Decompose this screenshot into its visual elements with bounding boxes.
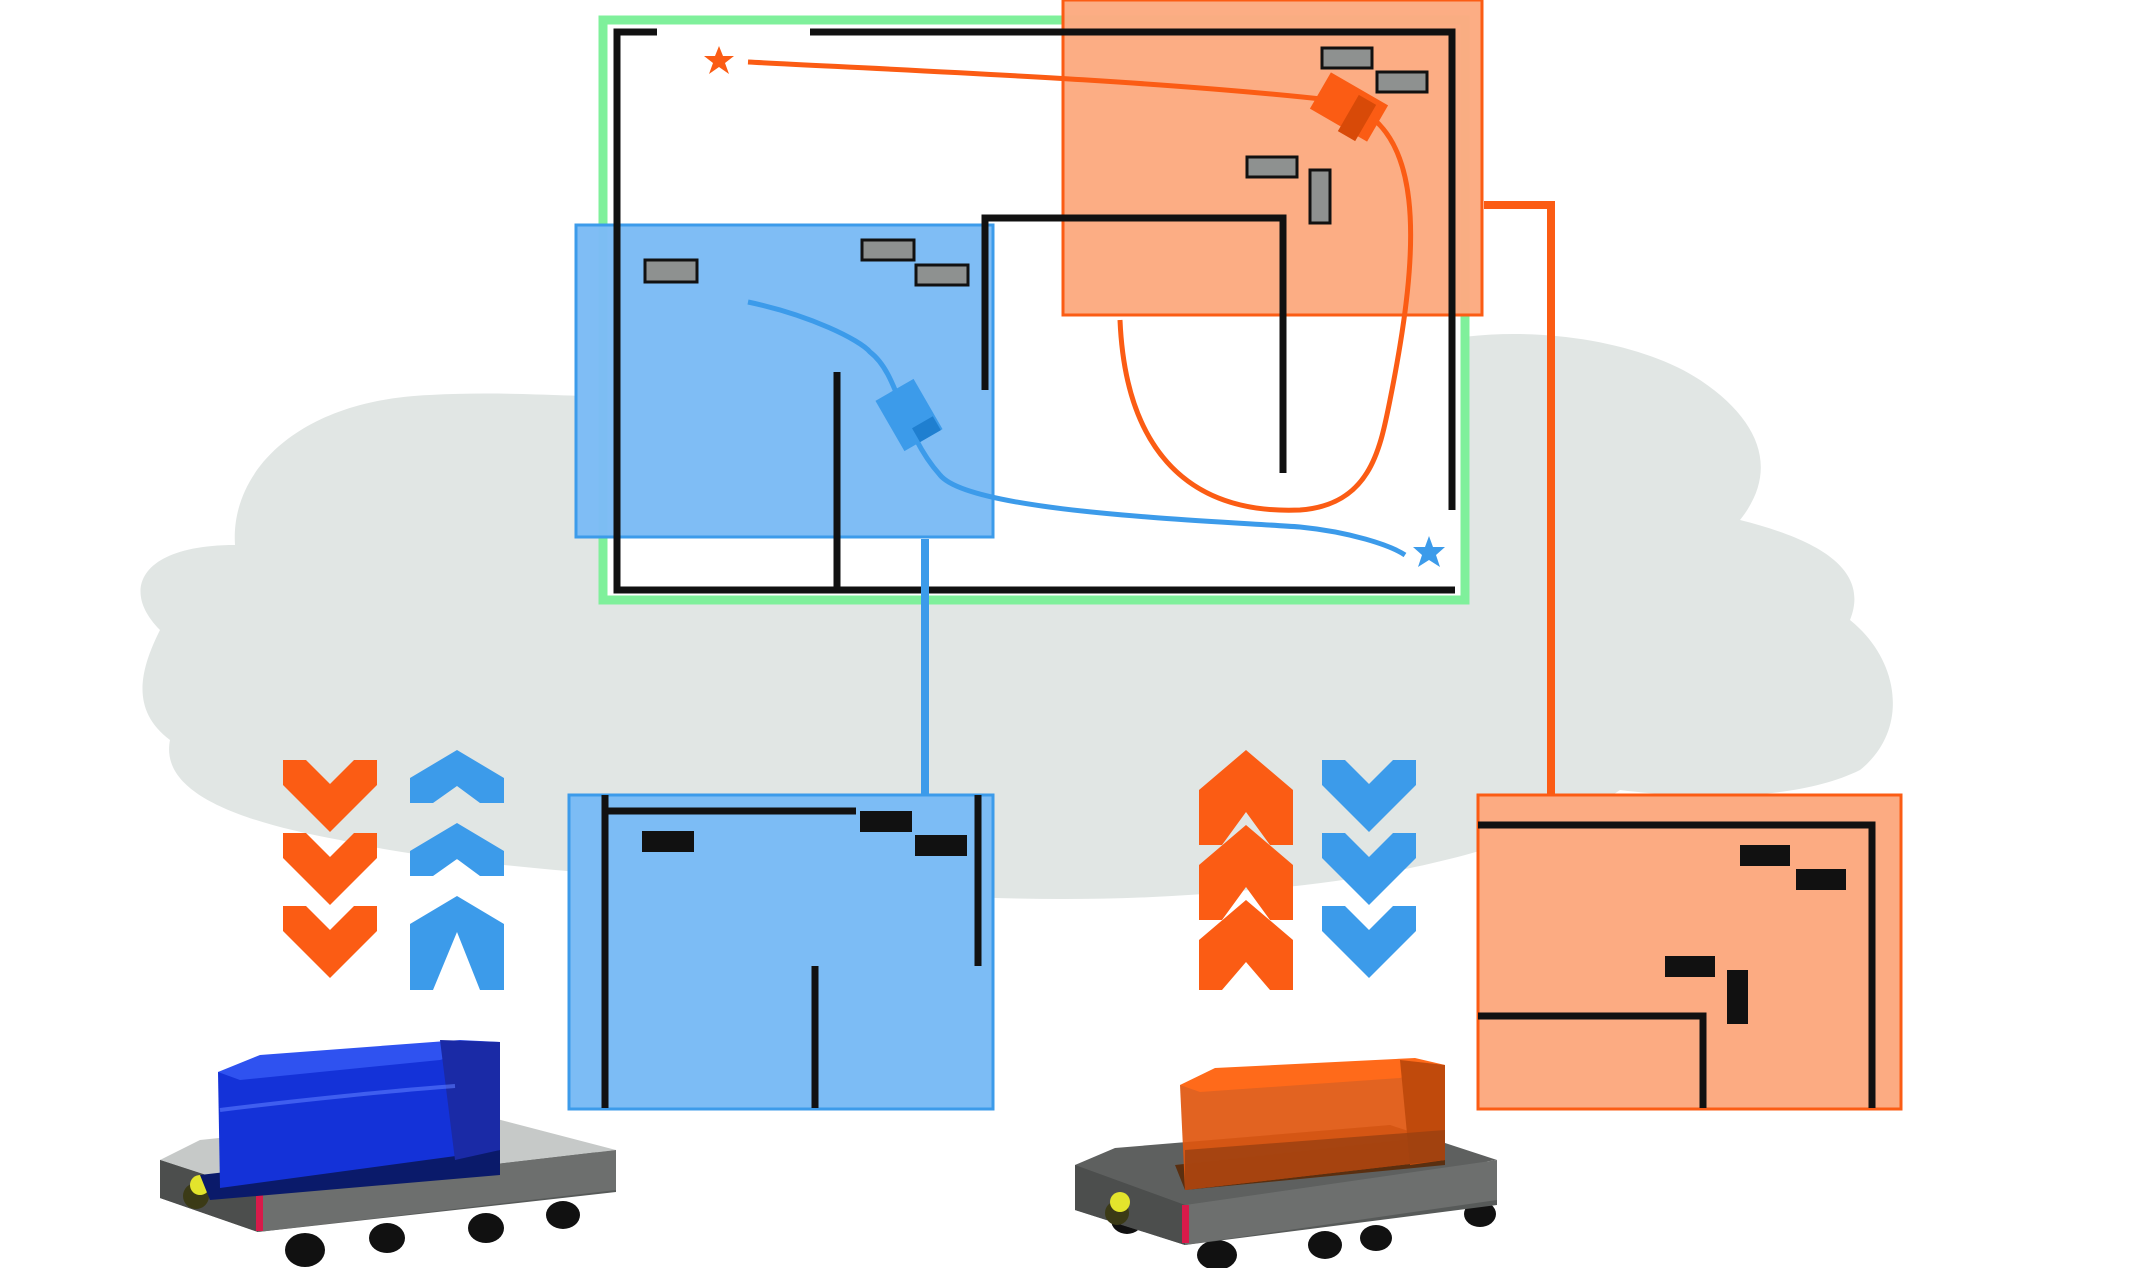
global-map-obstacles [643,46,1429,287]
chevron-down-icon [283,760,377,978]
orange-robot-local-map [1476,793,1903,1111]
star-icon [704,46,734,74]
blue-robot-local-map [567,793,995,1111]
robot-sensor-icon [875,378,943,452]
robot-sensor-icon [1309,72,1389,142]
mobile-robot-icon [160,1040,616,1267]
chevron-down-icon [1322,760,1416,978]
blue-robot-trajectory [747,299,1407,558]
chevron-up-icon [410,750,504,990]
orange-robot-trajectory [747,59,1414,513]
mobile-robot-icon [1075,1058,1497,1268]
robot-light-icon [1105,1192,1130,1225]
global-merged-map [574,0,1484,605]
chevron-up-icon [1199,750,1293,990]
star-icon [1413,536,1445,567]
global-map-walls [613,28,1456,594]
orange-connector-line [1484,201,1555,795]
